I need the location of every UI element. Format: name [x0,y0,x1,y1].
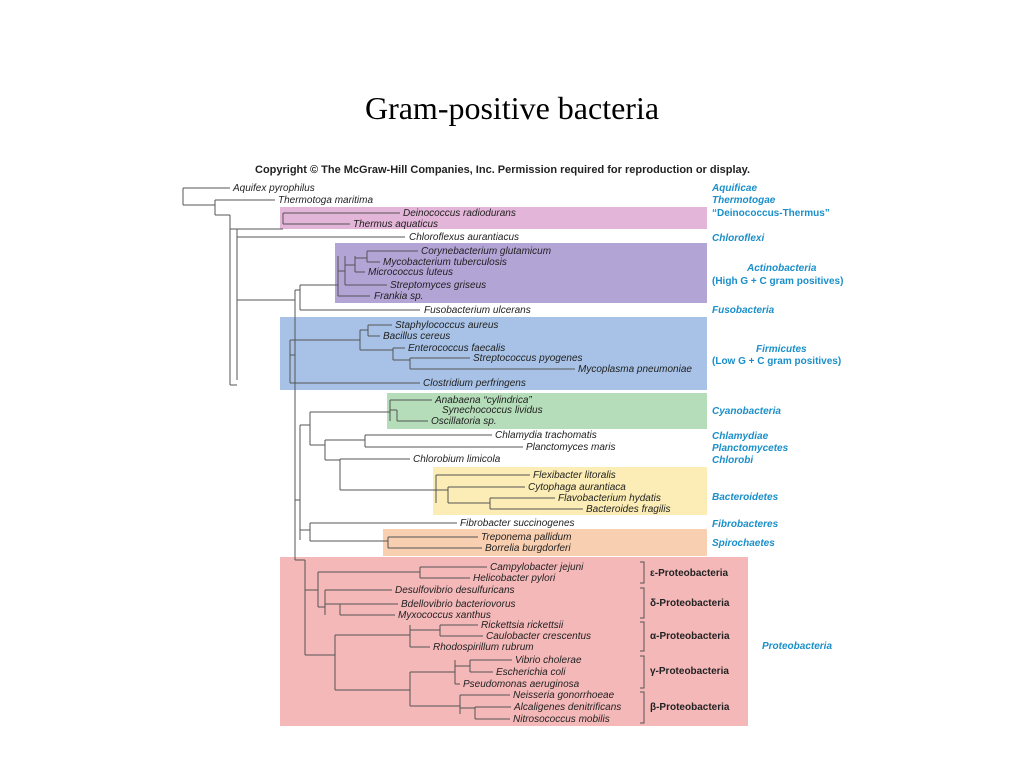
group-label-chlamydiae: Chlamydiae [712,431,769,442]
subgroup-label-epsilon: ε-Proteobacteria [650,568,729,579]
taxon-label: Chlorobium limicola [413,454,501,465]
taxon-label: Anabaena “cylindrica” [434,395,532,406]
spirochaetes-box [383,529,707,556]
taxon-label: Oscillatoria sp. [431,416,497,427]
group-label-fibrobacteres: Fibrobacteres [712,519,779,530]
taxon-label: Flavobacterium hydatis [558,493,661,504]
taxon-label: Flexibacter litoralis [533,470,616,481]
subgroup-label-alpha: α-Proteobacteria [650,631,730,642]
firmicutes-box [280,317,707,390]
taxon-labels: Aquifex pyrophilus Thermotoga maritima D… [232,183,692,725]
taxon-label: Bdellovibrio bacteriovorus [401,599,516,610]
taxon-label: Bacillus cereus [383,331,450,342]
taxon-label: Fibrobacter succinogenes [460,518,575,529]
taxon-label: Rickettsia rickettsii [481,620,564,631]
taxon-label: Mycoplasma pneumoniae [578,364,692,375]
taxon-label: Micrococcus luteus [368,267,453,278]
taxon-label: Corynebacterium glutamicum [421,246,551,257]
subgroup-brackets [640,561,645,724]
group-label-planctomycetes: Planctomycetes [712,443,789,454]
group-label-deinococcus: “Deinococcus-Thermus” [712,208,830,219]
taxon-label: Neisseria gonorrhoeae [513,690,615,701]
taxon-label: Treponema pallidum [481,532,571,543]
taxon-label: Mycobacterium tuberculosis [383,257,507,268]
copyright-notice: Copyright © The McGraw-Hill Companies, I… [255,164,751,176]
taxon-label: Planctomyces maris [526,442,615,453]
taxon-label: Borrelia burgdorferi [485,543,571,554]
taxon-label: Pseudomonas aeruginosa [463,679,580,690]
taxon-label: Enterococcus faecalis [408,343,505,354]
group-label-low-gc: (Low G + C gram positives) [712,356,841,367]
group-label-chlorobi: Chlorobi [712,455,753,466]
taxon-label: Alcaligenes denitrificans [513,702,621,713]
taxon-label: Frankia sp. [374,291,423,302]
taxon-label: Escherichia coli [496,667,566,678]
taxon-label: Rhodospirillum rubrum [433,642,534,653]
taxon-label: Caulobacter crescentus [486,631,591,642]
taxon-label: Helicobacter pylori [473,573,556,584]
cyanobacteria-box [387,393,707,429]
actinobacteria-box [335,243,707,303]
taxon-label: Cytophaga aurantiaca [528,482,626,493]
group-label-bacteroidetes: Bacteroidetes [712,492,779,503]
group-label-fusobacteria: Fusobacteria [712,305,775,316]
group-label-high-gc: (High G + C gram positives) [712,276,843,287]
group-label-firmicutes: Firmicutes [756,344,807,355]
taxon-label: Deinococcus radiodurans [403,208,516,219]
taxon-label: Streptococcus pyogenes [473,353,583,364]
group-label-chloroflexi: Chloroflexi [712,233,764,244]
subgroup-label-delta: δ-Proteobacteria [650,598,730,609]
group-label-aquificae: Aquificae [711,183,757,194]
taxon-label: Aquifex pyrophilus [232,183,315,194]
group-labels: Aquificae Thermotogae “Deinococcus-Therm… [711,183,843,652]
taxon-label: Thermotoga maritima [278,195,373,206]
proteobacteria-box [280,557,748,726]
taxon-label: Bacteroides fragilis [586,504,670,515]
slide-title: Gram-positive bacteria [364,90,660,126]
tree-branches [182,187,583,720]
taxon-label: Staphylococcus aureus [395,320,498,331]
group-label-cyanobacteria: Cyanobacteria [712,406,781,417]
subgroup-label-gamma: γ-Proteobacteria [650,666,729,677]
taxon-label: Campylobacter jejuni [490,562,584,573]
taxon-label: Nitrosococcus mobilis [513,714,610,725]
taxon-label: Thermus aquaticus [353,219,438,230]
group-label-thermotogae: Thermotogae [712,195,776,206]
taxon-label: Chloroflexus aurantiacus [409,232,519,243]
taxon-label: Clostridium perfringens [423,378,526,389]
subgroup-label-beta: β-Proteobacteria [650,702,730,713]
taxon-label: Chlamydia trachomatis [495,430,597,441]
taxon-label: Desulfovibrio desulfuricans [395,585,515,596]
taxon-label: Streptomyces griseus [390,280,486,291]
taxon-label: Vibrio cholerae [515,655,582,666]
group-label-spirochaetes: Spirochaetes [712,538,775,549]
group-label-proteobacteria: Proteobacteria [762,641,832,652]
taxon-label: Synechococcus lividus [442,405,543,416]
subgroup-labels: ε-Proteobacteria δ-Proteobacteria α-Prot… [650,568,730,713]
taxon-label: Myxococcus xanthus [398,610,491,621]
group-label-actinobacteria: Actinobacteria [746,263,817,274]
taxon-label: Fusobacterium ulcerans [424,305,531,316]
